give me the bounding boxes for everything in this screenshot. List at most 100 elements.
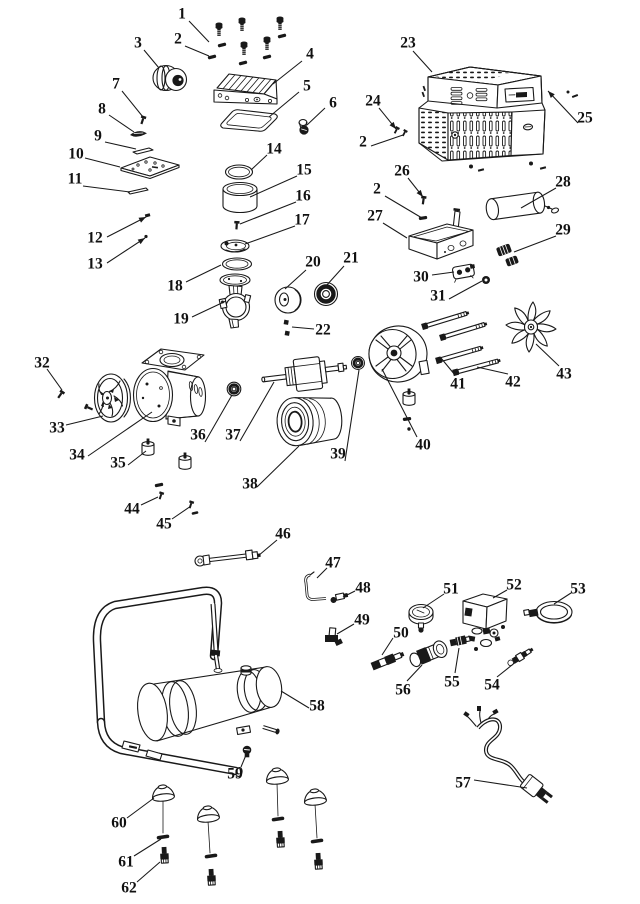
leader-line: [370, 134, 404, 147]
leader-line: [382, 222, 408, 239]
callout-11: 11: [68, 171, 131, 193]
callout-label-11: 11: [68, 171, 83, 188]
leader-line: [256, 445, 300, 488]
callout-7: 7: [112, 76, 144, 118]
leader-line: [553, 592, 572, 605]
callout-62: 62: [121, 861, 161, 897]
callout-16: 16: [239, 188, 311, 225]
callout-label-15: 15: [296, 162, 312, 179]
piston-ring: [221, 257, 253, 271]
callout-58: 58: [280, 690, 325, 715]
head-gasket: [220, 109, 278, 132]
air-filter: [152, 64, 188, 92]
callout-label-37: 37: [225, 427, 241, 444]
callout-label-27: 27: [367, 208, 383, 225]
callout-label-30: 30: [413, 269, 429, 286]
leader-line: [140, 496, 159, 506]
leader-line: [121, 90, 144, 118]
leader-line: [316, 567, 328, 579]
valve-stop-plate: [132, 147, 154, 155]
callout-21: 21: [325, 250, 359, 287]
reed-valve-upper: [130, 131, 147, 137]
callout-label-34: 34: [69, 447, 85, 464]
callout-6: 6: [306, 95, 337, 126]
leader-line: [384, 195, 423, 219]
callout-2: 2: [174, 31, 210, 57]
callout-4: 4: [272, 46, 314, 85]
callout-label-33: 33: [49, 420, 65, 437]
leader-line: [336, 623, 355, 635]
leader-line: [133, 838, 162, 857]
callout-33: 33: [49, 415, 104, 437]
valve-disc: [220, 239, 250, 253]
callout-38: 38: [242, 445, 300, 493]
callout-45: 45: [156, 505, 192, 533]
leader-line: [473, 779, 528, 789]
piston-screw: [233, 220, 240, 230]
inlet-fitting: [298, 118, 309, 135]
callout-18: 18: [167, 264, 222, 295]
head-bolt-set: [207, 16, 287, 66]
callout-61: 61: [118, 838, 162, 871]
impeller-screw: [83, 403, 94, 412]
through-bolts: [420, 309, 502, 377]
stator: [276, 397, 343, 447]
callout-label-1: 1: [178, 6, 186, 23]
callout-49: 49: [336, 612, 370, 635]
leader-line: [249, 175, 298, 198]
callout-label-50: 50: [393, 625, 409, 642]
callout-label-10: 10: [68, 146, 84, 163]
callout-55: 55: [444, 647, 460, 691]
outlet-tube: [194, 549, 261, 567]
outlet-pipe: [210, 602, 223, 673]
callout-54: 54: [484, 660, 518, 694]
callout-label-55: 55: [444, 674, 460, 691]
callout-36: 36: [190, 394, 233, 444]
leader-line: [240, 754, 247, 768]
leader-line: [127, 450, 147, 466]
safety-valve: [507, 647, 534, 667]
leader-line: [268, 91, 300, 118]
leader-line: [126, 797, 155, 819]
rotor: [261, 356, 348, 392]
callout-label-44: 44: [124, 501, 140, 518]
callout-46: 46: [257, 526, 291, 557]
unloader-tube: [304, 571, 327, 601]
callout-59: 59: [227, 754, 247, 783]
cylinder-head: [213, 73, 278, 105]
callout-56: 56: [395, 664, 423, 699]
callout-label-14: 14: [266, 141, 282, 158]
callout-22: 22: [291, 322, 331, 339]
callout-label-61: 61: [118, 854, 134, 871]
callout-25: 25: [547, 90, 593, 127]
callout-label-60: 60: [111, 815, 127, 832]
callout-label-8: 8: [98, 101, 106, 118]
leader-line: [440, 357, 456, 376]
mount-screws: [154, 482, 199, 515]
leader-line: [422, 593, 445, 609]
leader-line: [547, 90, 579, 124]
arrowhead: [138, 217, 146, 223]
callout-label-36: 36: [190, 427, 206, 444]
drain-knob: [242, 745, 252, 758]
leader-line: [272, 60, 303, 85]
callout-34: 34: [69, 411, 153, 464]
arrowhead: [548, 91, 555, 98]
callout-29: 29: [513, 222, 571, 253]
arrowhead: [389, 121, 396, 129]
callout-label-19: 19: [173, 311, 189, 328]
callout-label-35: 35: [110, 455, 126, 472]
callout-12: 12: [87, 216, 147, 247]
callout-26: 26: [394, 163, 424, 198]
callout-17: 17: [244, 212, 310, 245]
leader-line: [520, 187, 557, 209]
callout-label-58: 58: [309, 698, 325, 715]
leader-line: [406, 664, 423, 682]
callout-24: 24: [365, 93, 397, 130]
callout-3: 3: [134, 35, 160, 69]
callout-30: 30: [413, 269, 455, 286]
leader-line: [244, 225, 296, 245]
quick-plug: [370, 652, 405, 671]
callout-50: 50: [381, 625, 409, 656]
piston-rod-assembly: [218, 273, 252, 329]
